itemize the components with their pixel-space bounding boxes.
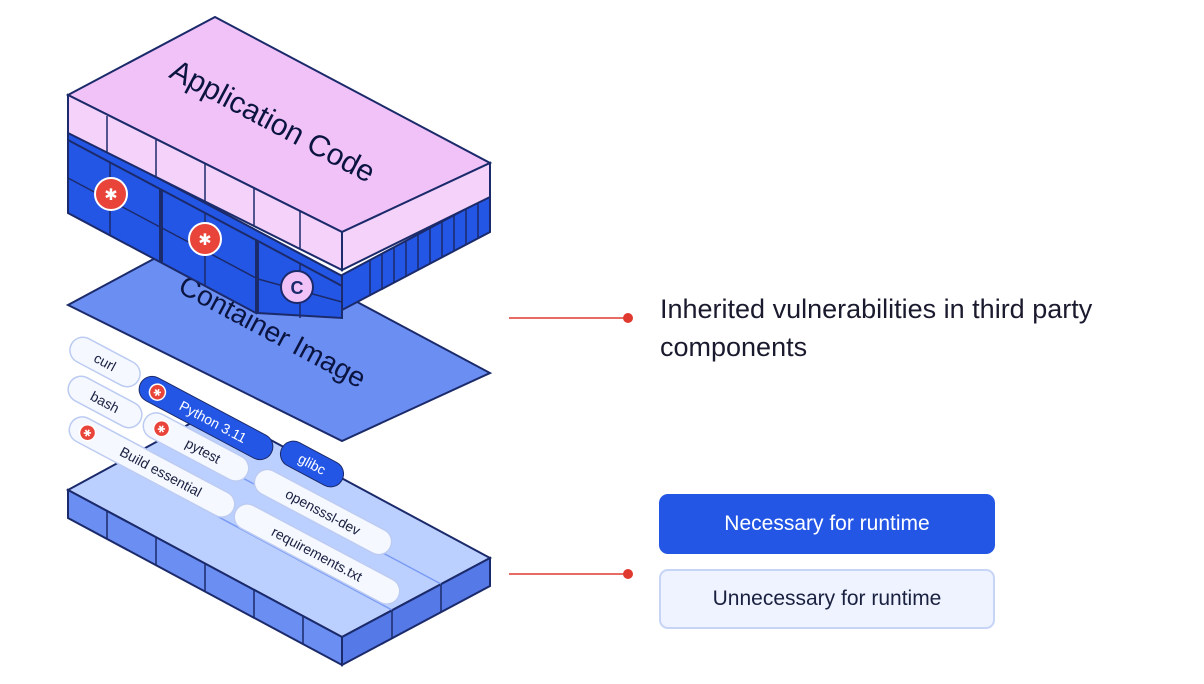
component-pills: curl bash ✱ Python 3.11 glibc ✱ pytest ✱… [67,336,401,605]
bug-icon [148,383,167,401]
bug-icon [152,419,171,438]
copyright-icon: C [280,270,314,304]
legend-unnecessary-label: Unnecessary for runtime [712,587,942,610]
callout-connector-top [509,313,633,323]
pill-bash: bash [67,375,143,429]
pill-pytest: ✱ pytest [142,412,250,482]
callout-connector-bottom [509,569,633,579]
svg-text:✱: ✱ [104,187,117,204]
legend-unnecessary: Unnecessary for runtime [659,569,995,629]
pill-glibc: glibc [279,440,345,488]
svg-text:✱: ✱ [198,232,211,249]
copyright-letter: C [291,278,304,298]
pill-curl: curl [69,336,141,388]
legend-necessary: Necessary for runtime [659,494,995,554]
app-code-side [341,161,491,272]
legend-necessary-label: Necessary for runtime [724,512,930,535]
application-code-block: Application Code ✱ ✱ C [65,15,493,320]
bug-icon: ✱ [94,177,128,211]
vulnerability-callout-text: Inherited vulnerabilities in third party… [660,294,1093,362]
bug-icon [78,423,97,442]
bug-icon: ✱ [188,222,222,256]
